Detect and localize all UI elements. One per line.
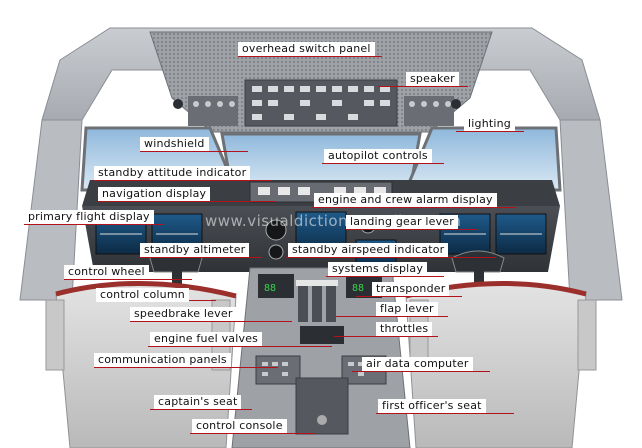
svg-text:88: 88 — [264, 283, 276, 294]
label-transponder: transponder — [372, 282, 450, 296]
leader-lighting — [456, 131, 524, 132]
leader-air-data-computer — [352, 371, 490, 372]
leader-engine-and-crew-alarm-display — [312, 207, 516, 208]
label-standby-attitude-indicator: standby attitude indicator — [94, 166, 251, 180]
label-engine-fuel-valves: engine fuel valves — [150, 332, 263, 346]
label-engine-and-crew-alarm-display: engine and crew alarm display — [314, 193, 497, 207]
leader-throttles — [334, 336, 438, 337]
label-speedbrake-lever: speedbrake lever — [130, 307, 237, 321]
label-throttles: throttles — [376, 322, 433, 336]
label-air-data-computer: air data computer — [362, 357, 473, 371]
leader-navigation-display — [98, 201, 276, 202]
left-light-icon — [173, 99, 183, 109]
leader-control-wheel — [64, 279, 192, 280]
svg-text:88: 88 — [352, 283, 364, 294]
label-control-wheel: control wheel — [64, 265, 149, 279]
leader-control-console — [190, 433, 316, 434]
label-standby-airspeed-indicator: standby airspeed indicator — [288, 243, 449, 257]
leader-captains-seat — [150, 409, 252, 410]
label-communication-panels: communication panels — [94, 353, 231, 367]
leader-landing-gear-lever — [346, 229, 478, 230]
right-light-icon — [451, 99, 461, 109]
leader-standby-airspeed-indicator — [286, 257, 496, 258]
leader-primary-flight-display — [24, 224, 164, 225]
leader-speedbrake-lever — [130, 321, 292, 322]
label-speaker: speaker — [406, 72, 459, 86]
leader-windshield — [140, 151, 248, 152]
label-primary-flight-display: primary flight display — [24, 210, 154, 224]
label-lighting: lighting — [464, 117, 515, 131]
right-wall — [559, 119, 623, 301]
leader-standby-altimeter — [140, 257, 262, 258]
leader-first-officers-seat — [376, 413, 514, 414]
leader-engine-fuel-valves — [148, 346, 332, 347]
label-navigation-display: navigation display — [98, 187, 211, 201]
label-autopilot-controls: autopilot controls — [324, 149, 432, 163]
label-landing-gear-lever: landing gear lever — [346, 215, 458, 229]
label-windshield: windshield — [140, 137, 209, 151]
label-captains-seat: captain's seat — [154, 395, 242, 409]
leader-standby-attitude-indicator — [94, 180, 272, 181]
label-control-console: control console — [192, 419, 287, 433]
leader-transponder — [356, 296, 462, 297]
leader-systems-display — [326, 276, 444, 277]
label-systems-display: systems display — [328, 262, 428, 276]
leader-autopilot-controls — [322, 163, 444, 164]
leader-speaker — [378, 86, 468, 87]
label-control-column: control column — [96, 288, 189, 302]
leader-communication-panels — [94, 367, 278, 368]
label-flap-lever: flap lever — [376, 302, 438, 316]
leader-flap-lever — [336, 316, 448, 317]
label-overhead-switch-panel: overhead switch panel — [238, 42, 375, 56]
label-first-officers-seat: first officer's seat — [378, 399, 486, 413]
leader-overhead-switch-panel — [238, 56, 382, 57]
label-standby-altimeter: standby altimeter — [140, 243, 250, 257]
